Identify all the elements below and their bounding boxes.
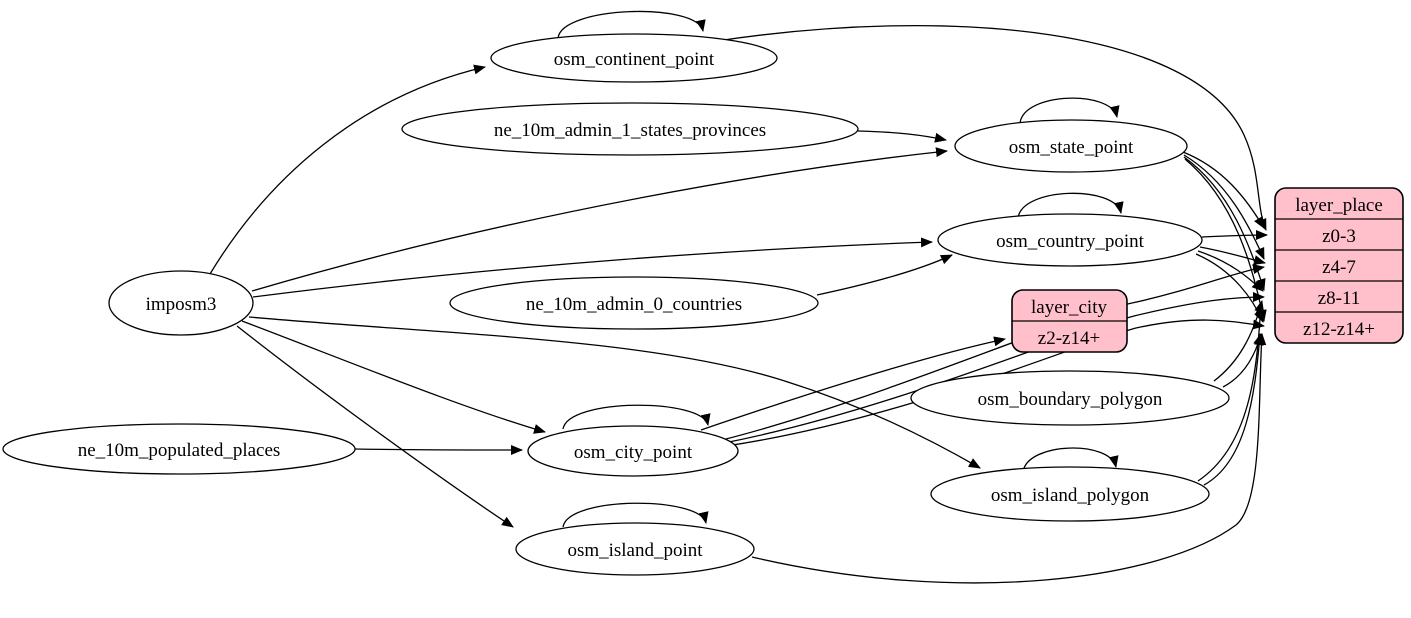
edges bbox=[209, 10, 1268, 584]
edge-imposm3-to-osm_continent_point bbox=[209, 64, 486, 275]
node-osm_continent_point: osm_continent_point bbox=[490, 33, 778, 83]
node-layer_place-header: layer_place bbox=[1295, 195, 1383, 216]
node-ne_10m_populated_places-shape bbox=[2, 423, 356, 475]
node-osm_country_point-label: osm_country_point bbox=[996, 231, 1144, 252]
edge-osm_city_point-to-layer_city-z2-z14 bbox=[700, 336, 1006, 431]
node-imposm3-shape bbox=[108, 270, 254, 336]
node-layer_place-shape bbox=[1274, 187, 1404, 344]
node-osm_state_point: osm_state_point bbox=[954, 119, 1188, 173]
node-osm_country_point: osm_country_point bbox=[937, 213, 1203, 267]
edge-osm_country_point-to-layer_place-z0-3 bbox=[1201, 230, 1268, 241]
node-osm_boundary_polygon-shape bbox=[910, 370, 1230, 426]
edge-imposm3-to-osm_city_point bbox=[241, 320, 546, 434]
self-loop-osm_island_point bbox=[562, 502, 709, 528]
edge-ne_10m_populated_places-to-osm_city_point bbox=[354, 444, 523, 455]
node-osm_boundary_polygon: osm_boundary_polygon bbox=[910, 370, 1230, 426]
edge-osm_country_point-to-layer_place-z12-z14 bbox=[1195, 253, 1264, 323]
edge-imposm3-to-osm_state_point bbox=[251, 147, 948, 292]
self-loop-osm_country_point bbox=[1017, 192, 1124, 219]
node-ne_10m_populated_places-label: ne_10m_populated_places bbox=[78, 440, 281, 461]
node-osm_island_point-shape bbox=[515, 522, 755, 576]
node-imposm3: imposm3 bbox=[108, 270, 254, 336]
node-ne_10m_admin_0_countries-shape bbox=[449, 276, 819, 330]
edge-imposm3-to-osm_country_point bbox=[252, 237, 933, 298]
edge-osm_country_point-to-layer_place-z4-7 bbox=[1199, 246, 1266, 265]
node-osm_state_point-shape bbox=[954, 119, 1188, 173]
node-osm_city_point-label: osm_city_point bbox=[574, 442, 693, 463]
edge-osm_island_polygon-to-layer_place-z12-z14 bbox=[1203, 333, 1265, 486]
node-osm_island_polygon-shape bbox=[930, 466, 1210, 522]
node-osm_city_point: osm_city_point bbox=[527, 425, 739, 477]
node-ne_10m_admin_1_states_provinces-shape bbox=[401, 102, 859, 156]
edge-ne_10m_admin_1_states_provinces-to-osm_state_point bbox=[857, 130, 947, 143]
node-imposm3-label: imposm3 bbox=[146, 294, 217, 315]
node-ne_10m_populated_places: ne_10m_populated_places bbox=[2, 423, 356, 475]
edge-osm_country_point-to-layer_place-z8-11 bbox=[1197, 250, 1264, 292]
node-osm_island_polygon: osm_island_polygon bbox=[930, 466, 1210, 522]
node-ne_10m_admin_0_countries: ne_10m_admin_0_countries bbox=[449, 276, 819, 330]
node-layer_city-row-z2-z14: z2-z14+ bbox=[1038, 328, 1100, 349]
node-osm_continent_point-shape bbox=[490, 33, 778, 83]
edge-ne_10m_admin_0_countries-to-osm_country_point bbox=[816, 254, 953, 296]
nodes: imposm3 osm_continent_point ne_10m_admin… bbox=[2, 33, 1404, 576]
edge-osm_island_point-to-layer_place-z12-z14 bbox=[751, 333, 1267, 584]
node-layer_place-row-z0-3: z0-3 bbox=[1322, 226, 1356, 247]
node-ne_10m_admin_1_states_provinces: ne_10m_admin_1_states_provinces bbox=[401, 102, 859, 156]
node-osm_boundary_polygon-label: osm_boundary_polygon bbox=[978, 389, 1163, 410]
edge-osm_continent_point-to-layer_place-z0-3 bbox=[716, 24, 1267, 231]
node-osm_island_point: osm_island_point bbox=[515, 522, 755, 576]
node-layer_place-row-z8-11: z8-11 bbox=[1318, 288, 1361, 309]
node-osm_island_polygon-label: osm_island_polygon bbox=[991, 485, 1150, 506]
self-loop-osm_island_polygon bbox=[1022, 447, 1119, 473]
edge-imposm3-to-osm_island_point bbox=[236, 325, 514, 528]
node-osm_island_point-label: osm_island_point bbox=[567, 540, 703, 561]
node-layer_place: layer_place z0-3 z4-7 z8-11 z12-z14+ bbox=[1274, 187, 1404, 344]
self-loop-osm_city_point bbox=[562, 404, 711, 430]
self-loop-osm_continent_point bbox=[557, 10, 706, 39]
edge-osm_island_polygon-to-layer_place-z8-11 bbox=[1197, 302, 1266, 482]
node-osm_city_point-shape bbox=[527, 425, 739, 477]
edge-osm_state_point-to-layer_place-z8-11 bbox=[1183, 156, 1266, 291]
node-osm_continent_point-label: osm_continent_point bbox=[554, 49, 715, 70]
node-osm_country_point-shape bbox=[937, 213, 1203, 267]
node-osm_state_point-label: osm_state_point bbox=[1009, 137, 1134, 158]
edge-imposm3-to-osm_island_polygon bbox=[248, 316, 981, 469]
node-layer_place-row-z4-7: z4-7 bbox=[1322, 257, 1356, 278]
node-ne_10m_admin_1_states_provinces-label: ne_10m_admin_1_states_provinces bbox=[494, 120, 766, 141]
self-loop-osm_state_point bbox=[1019, 97, 1120, 124]
node-ne_10m_admin_0_countries-label: ne_10m_admin_0_countries bbox=[526, 294, 742, 315]
edge-osm_state_point-to-layer_place-z4-7 bbox=[1183, 154, 1265, 260]
node-layer_city-header: layer_city bbox=[1031, 297, 1107, 318]
edge-osm_state_point-to-layer_place-z0-3 bbox=[1182, 151, 1265, 229]
node-layer_city: layer_city z2-z14+ bbox=[1011, 289, 1128, 353]
node-layer_place-row-z12-z14: z12-z14+ bbox=[1303, 319, 1375, 340]
